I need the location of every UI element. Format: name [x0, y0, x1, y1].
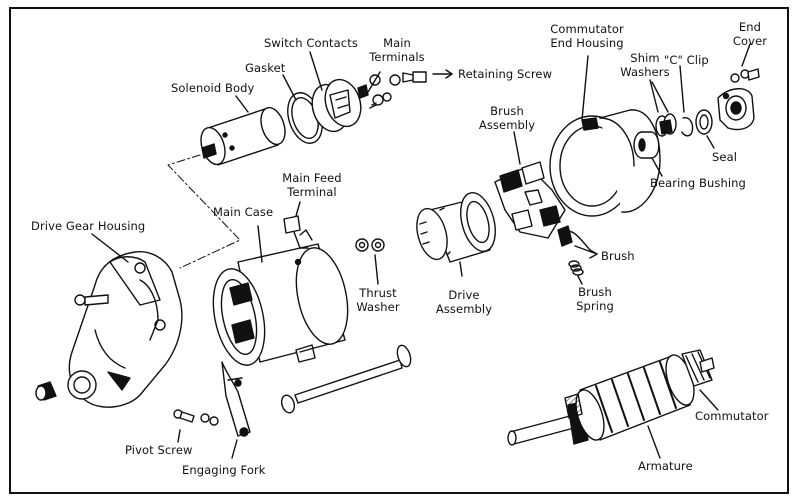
- label-brush-assembly: Brush Assembly: [475, 104, 539, 132]
- leader-shim-washers-b: [651, 81, 669, 113]
- leader-commutator: [699, 389, 719, 411]
- label-brush-assembly-line1: Brush: [490, 104, 524, 118]
- label-thrust-washer: Thrust Washer: [351, 286, 405, 314]
- label-shim-washers: Shim Washers: [617, 51, 673, 79]
- thrust-washer-part: [355, 238, 385, 252]
- label-end-cover-line2: Cover: [732, 34, 768, 48]
- label-drive-assembly-line2: Assembly: [435, 302, 493, 316]
- leader-main-case: [257, 225, 263, 263]
- arrow-retaining-screw: [445, 69, 453, 79]
- main-terminals-hardware: [369, 71, 427, 109]
- leader-armature: [647, 425, 661, 459]
- leader-bearing-bushing: [651, 157, 663, 177]
- label-end-cover-line1: End: [738, 20, 762, 34]
- shim-washers-part: [655, 113, 677, 137]
- label-retaining-screw: Retaining Screw: [458, 67, 553, 81]
- label-shim-washers-line1: Shim: [630, 51, 660, 65]
- leader-brush-assembly: [513, 131, 521, 165]
- label-commutator-end-housing-line1: Commutator: [550, 22, 624, 36]
- solenoid-body-part: [200, 106, 286, 166]
- label-main-terminals-line2: Terminals: [369, 50, 425, 64]
- leader-pivot-screw: [177, 429, 181, 443]
- label-brush-assembly-line2: Assembly: [478, 118, 536, 132]
- label-commutator-end-housing: Commutator End Housing: [537, 22, 637, 50]
- leader-engaging-fork: [231, 439, 238, 459]
- pivot-screw-part: [173, 409, 219, 426]
- leader-c-clip: [679, 65, 685, 113]
- main-feed-terminal-part: [283, 215, 313, 249]
- label-pivot-screw: Pivot Screw: [125, 443, 193, 457]
- leader-main-feed-terminal: [295, 201, 301, 217]
- label-thrust-washer-line1: Thrust: [359, 286, 397, 300]
- brush-assembly-part: [494, 161, 566, 239]
- label-switch-contacts: Switch Contacts: [264, 36, 358, 50]
- label-brush-spring-line2: Spring: [576, 299, 614, 313]
- drive-gear-housing-part: [67, 251, 183, 408]
- leader-main-terminals: [367, 71, 381, 93]
- label-commutator: Commutator: [695, 409, 769, 423]
- label-bearing-bushing: Bearing Bushing: [650, 176, 746, 190]
- label-solenoid-body: Solenoid Body: [171, 81, 255, 95]
- label-gasket: Gasket: [245, 61, 286, 75]
- c-clip-part: [681, 117, 694, 137]
- label-main-terminals-line1: Main: [383, 36, 411, 50]
- label-thrust-washer-line2: Washer: [356, 300, 400, 314]
- label-main-feed-terminal: Main Feed Terminal: [275, 171, 349, 199]
- label-main-feed-terminal-line1: Main Feed: [282, 171, 342, 185]
- arrow-brush: [589, 249, 598, 259]
- leader-gasket: [282, 74, 297, 101]
- brush-spring-part: [568, 260, 584, 276]
- leader-solenoid-body: [235, 95, 249, 113]
- end-cover-part: [717, 88, 755, 131]
- label-c-clip: "C" Clip: [664, 53, 709, 67]
- label-main-feed-terminal-line2: Terminal: [287, 185, 337, 199]
- brush-part: [557, 225, 591, 251]
- label-brush-spring-line1: Brush: [578, 285, 612, 299]
- leader-drive-gear-housing: [91, 233, 129, 263]
- seal-part: [695, 109, 713, 135]
- engaging-fork-part: [221, 361, 251, 437]
- alignment-line: [167, 154, 241, 269]
- label-seal: Seal: [712, 150, 738, 164]
- leader-shim-washers-a: [649, 79, 659, 113]
- label-brush-spring: Brush Spring: [568, 285, 622, 313]
- label-brush: Brush: [601, 249, 635, 263]
- leader-brush-spring: [577, 275, 583, 285]
- leader-thrust-washer: [374, 254, 379, 285]
- label-drive-assembly-line1: Drive: [448, 288, 480, 302]
- bushing-part: [35, 381, 57, 401]
- housing-bolt: [74, 294, 109, 306]
- commutator-end-housing-part: [549, 109, 661, 217]
- label-engaging-fork: Engaging Fork: [182, 463, 266, 477]
- leader-end-cover: [741, 43, 751, 67]
- label-armature: Armature: [638, 459, 693, 473]
- label-main-terminals: Main Terminals: [367, 36, 427, 64]
- label-end-cover: End Cover: [728, 20, 772, 48]
- drive-assembly-part: [416, 192, 496, 263]
- diagram-frame: [9, 7, 789, 494]
- leader-drive-assembly: [459, 261, 463, 277]
- main-case-part: [212, 243, 349, 366]
- leader-commutator-end-housing: [581, 55, 589, 121]
- leader-seal: [706, 135, 715, 149]
- label-drive-assembly: Drive Assembly: [432, 288, 496, 316]
- label-drive-gear-housing: Drive Gear Housing: [31, 219, 146, 233]
- label-main-case: Main Case: [213, 205, 274, 219]
- armature-pinion: [564, 393, 583, 419]
- through-bolt-part: [280, 344, 412, 414]
- switch-contacts-part: [311, 78, 369, 133]
- label-shim-washers-line2: Washers: [620, 65, 670, 79]
- bearing-bushing-part: [633, 131, 660, 159]
- label-commutator-end-housing-line2: End Housing: [550, 36, 624, 50]
- end-cover-screws: [730, 68, 760, 83]
- leader-switch-contacts: [309, 51, 323, 91]
